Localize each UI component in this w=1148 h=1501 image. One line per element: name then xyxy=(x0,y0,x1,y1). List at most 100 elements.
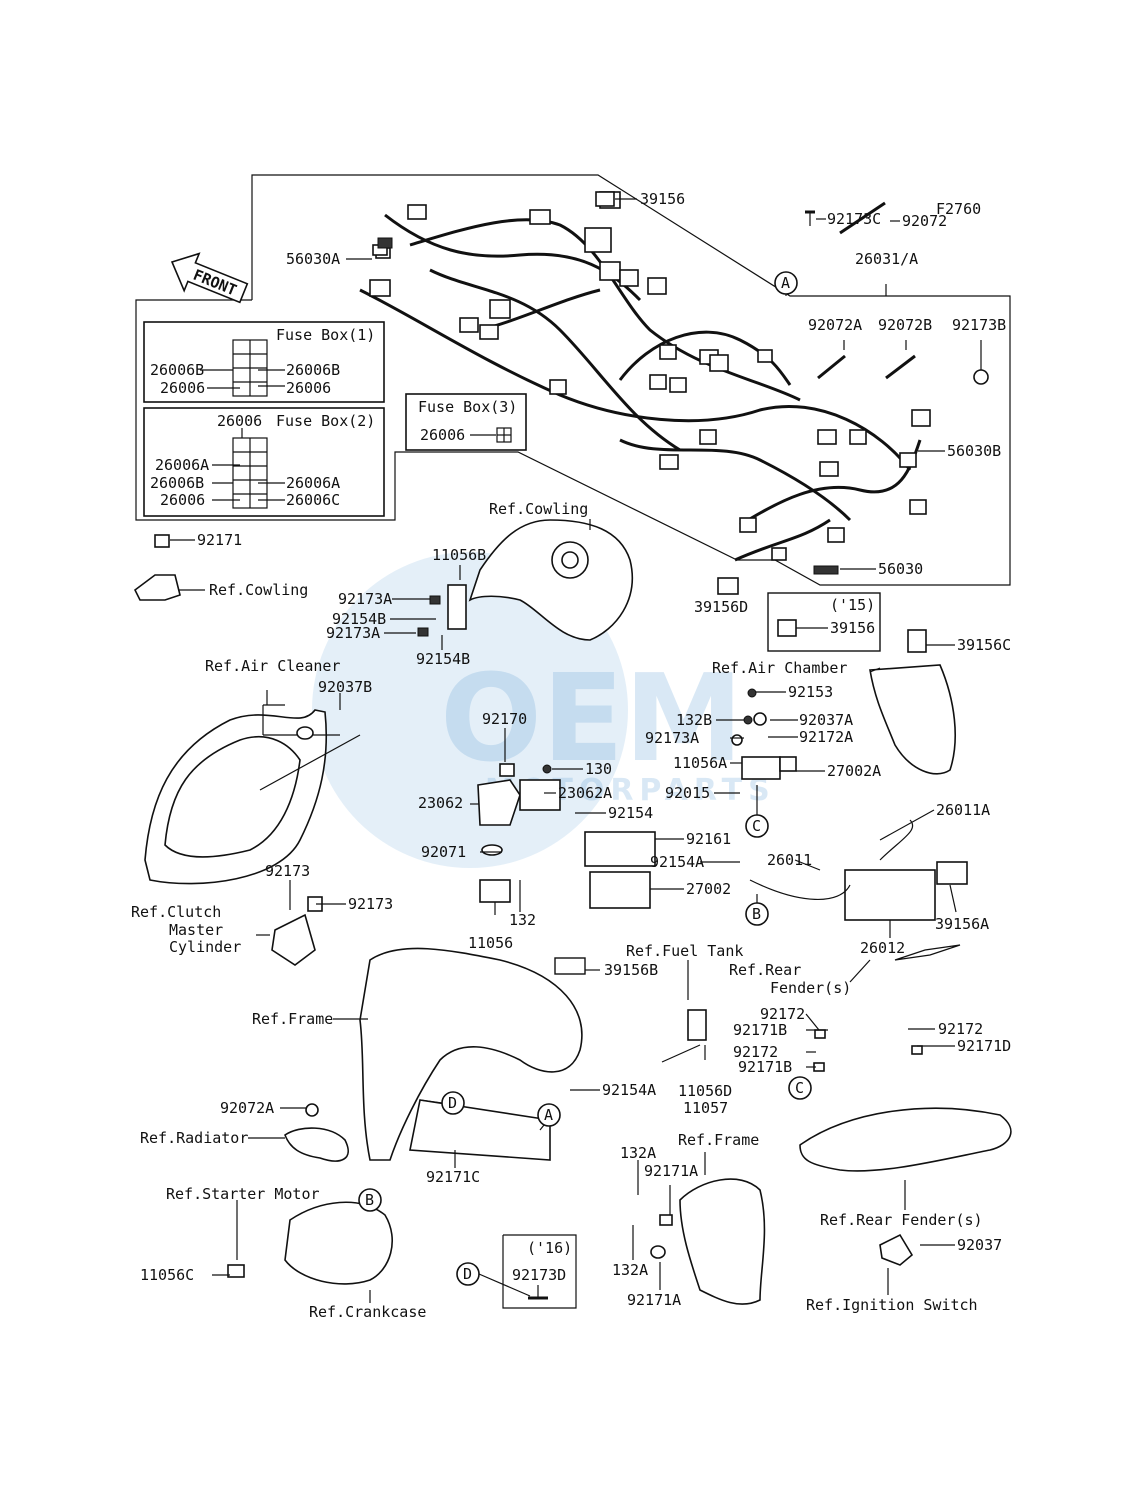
callout-c-fender-label: C xyxy=(795,1079,804,1097)
fuse-box-1-right-1: 26006B xyxy=(286,361,340,379)
part-label: 92171B xyxy=(733,1021,787,1039)
callout-c-mid xyxy=(745,814,769,838)
part-label: 26011A xyxy=(936,801,990,819)
part-label: 92171A xyxy=(644,1162,698,1180)
callout-a-top-label: A xyxy=(781,274,790,292)
fuse-box-2-right-2: 26006C xyxy=(286,491,340,509)
part-label: Ref.Fuel Tank xyxy=(626,942,743,960)
fuse-box-3-part: 26006 xyxy=(420,426,465,444)
part-label: 11056A xyxy=(673,754,727,772)
part-label: 92172A xyxy=(799,728,853,746)
part-label: 39156C xyxy=(957,636,1011,654)
part-label: 92072A xyxy=(220,1099,274,1117)
part-label: 39156 xyxy=(640,190,685,208)
part-label: Ref.Radiator xyxy=(140,1129,248,1147)
note-16-part: 92173D xyxy=(512,1266,566,1284)
fuse-box-2-left-3: 26006 xyxy=(160,491,205,509)
part-label: 92015 xyxy=(665,784,710,802)
fuse-box-1-title: Fuse Box(1) xyxy=(276,326,375,344)
fuse-box-1-left-1: 26006B xyxy=(150,361,204,379)
part-label: 92154A xyxy=(602,1081,656,1099)
part-label: 92171A xyxy=(627,1291,681,1309)
fuse-box-2-panel: 26006 Fuse Box(2) 26006A 26006B 26006 26… xyxy=(143,407,385,517)
part-label: 27002 xyxy=(686,880,731,898)
part-label: Cylinder xyxy=(169,938,241,956)
front-arrow-icon: FRONT xyxy=(170,252,249,304)
callout-a-frame xyxy=(537,1103,561,1127)
fuse-box-1-panel: Fuse Box(1) 26006B 26006 26006B 26006 xyxy=(143,321,385,403)
part-label: 92173C xyxy=(827,210,881,228)
part-label: 92072A xyxy=(808,316,862,334)
fuse-box-3-panel: Fuse Box(3) 26006 xyxy=(405,393,527,451)
part-label: 92154A xyxy=(650,853,704,871)
part-label: 92037A xyxy=(799,711,853,729)
fuse-box-2-top-part: 26006 xyxy=(217,412,262,430)
part-label: Ref.Ignition Switch xyxy=(806,1296,978,1314)
part-label: 132B xyxy=(676,711,712,729)
note-16-year: ('16) xyxy=(527,1239,572,1257)
part-label: 92154B xyxy=(332,610,386,628)
part-label: Ref.Clutch xyxy=(131,903,221,921)
part-label: 39156A xyxy=(935,915,989,933)
part-label: 92071 xyxy=(421,843,466,861)
part-label: 92173A xyxy=(645,729,699,747)
part-label: 11056C xyxy=(140,1266,194,1284)
fuse-box-2-left-2: 26006B xyxy=(150,474,204,492)
part-label: 92154 xyxy=(608,804,653,822)
part-label: 39156D xyxy=(694,598,748,616)
note-16-panel: ('16) 92173D xyxy=(502,1234,577,1309)
part-label: Ref.Cowling xyxy=(489,500,588,518)
part-label: Ref.Rear xyxy=(729,961,801,979)
part-label: 92172 xyxy=(760,1005,805,1023)
part-label: Ref.Frame xyxy=(252,1010,333,1028)
part-label: Master xyxy=(169,921,223,939)
part-label: 92072B xyxy=(878,316,932,334)
part-label: 56030 xyxy=(878,560,923,578)
callout-b-crankcase-label: B xyxy=(365,1191,374,1209)
part-label: 56030A xyxy=(286,250,340,268)
part-label: Ref.Cowling xyxy=(209,581,308,599)
callout-a-frame-label: A xyxy=(544,1106,553,1124)
part-label: 23062A xyxy=(558,784,612,802)
part-label: Ref.Frame xyxy=(678,1131,759,1149)
part-label: 92173 xyxy=(265,862,310,880)
part-label: 56030B xyxy=(947,442,1001,460)
figure-code: F2760 xyxy=(936,200,981,218)
callout-d-frame xyxy=(441,1091,465,1115)
part-label: 92170 xyxy=(482,710,527,728)
part-label: 92173A xyxy=(326,624,380,642)
part-label: 11056B xyxy=(432,546,486,564)
note-15-year: ('15) xyxy=(830,596,875,614)
part-label: Fender(s) xyxy=(770,979,851,997)
part-label: 92171 xyxy=(197,531,242,549)
note-15-part: 39156 xyxy=(830,619,875,637)
part-label: 92173B xyxy=(952,316,1006,334)
part-label: 26031/A xyxy=(855,250,918,268)
fuse-box-2-right-1: 26006A xyxy=(286,474,340,492)
callout-b-crankcase xyxy=(358,1188,382,1212)
part-label: 39156B xyxy=(604,961,658,979)
part-label: 92161 xyxy=(686,830,731,848)
part-label: 130 xyxy=(585,760,612,778)
callout-c-fender xyxy=(788,1076,812,1100)
part-label: 92172 xyxy=(733,1043,778,1061)
part-label: Ref.Air Chamber xyxy=(712,659,847,677)
leader-lines xyxy=(170,198,982,1303)
callout-b-mid xyxy=(745,902,769,926)
callouts: A C B D A C B D xyxy=(358,271,812,1297)
callout-d-frame-label: D xyxy=(448,1094,457,1112)
part-label: 26012 xyxy=(860,939,905,957)
part-label: 11056D xyxy=(678,1082,732,1100)
part-label: 23062 xyxy=(418,794,463,812)
fuse-box-3-title: Fuse Box(3) xyxy=(418,398,517,416)
part-label: Ref.Crankcase xyxy=(309,1303,426,1321)
part-label: 132A xyxy=(620,1144,656,1162)
callout-b-mid-label: B xyxy=(752,905,761,923)
part-label: 92037 xyxy=(957,1236,1002,1254)
part-label: 92171D xyxy=(957,1037,1011,1055)
part-label: 92154B xyxy=(416,650,470,668)
part-shapes xyxy=(133,191,1012,1305)
part-label: 26011 xyxy=(767,851,812,869)
part-label: 132A xyxy=(612,1261,648,1279)
